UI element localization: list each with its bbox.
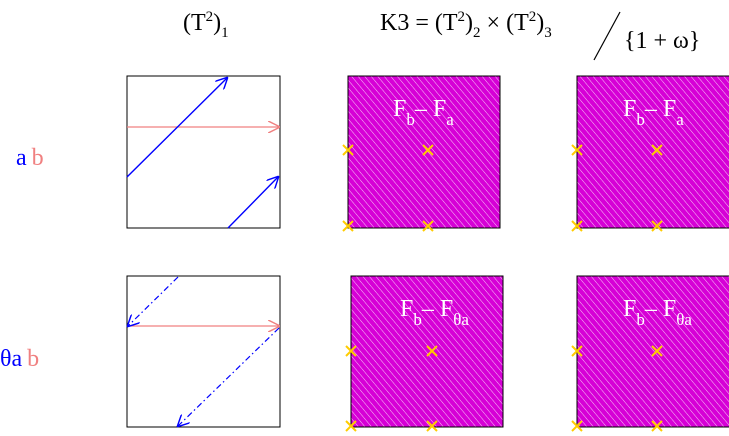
flux-label: Fb– Fθa — [623, 296, 692, 329]
cross-icon — [651, 144, 663, 156]
hatched-torus — [576, 75, 729, 229]
header-col1-label: (T2)1 — [183, 9, 229, 41]
torus-frame — [126, 275, 281, 428]
row2-torus-cycles — [126, 275, 281, 428]
cross-icon — [651, 345, 663, 357]
cross-icon — [422, 144, 434, 156]
row1-torus-2: Fb– Fa — [342, 75, 501, 232]
cross-icon — [571, 420, 583, 432]
cross-icon — [422, 220, 434, 232]
hatched-torus — [347, 75, 501, 229]
cross-icon — [426, 420, 438, 432]
cross-icon — [571, 144, 583, 156]
a-cycle-arrow-wrap — [227, 177, 278, 229]
row1-torus-cycles — [126, 75, 281, 229]
hatched-torus — [576, 275, 729, 428]
fixed-points — [571, 144, 663, 232]
row1-label-b: b — [32, 145, 44, 171]
theta-a-cycle-arrow-wrap — [178, 327, 280, 426]
cross-icon — [342, 220, 354, 232]
cross-icon — [345, 345, 357, 357]
fixed-points — [345, 345, 438, 432]
flux-label: Fb– Fθa — [400, 296, 469, 329]
flux-label: Fb– Fa — [393, 96, 454, 129]
row2-label-a: θa — [0, 346, 22, 372]
theta-a-cycle-arrow — [128, 276, 179, 326]
cross-icon — [651, 420, 663, 432]
header-col2-label: K3 = (T2)2 × (T2)3 — [380, 9, 552, 41]
cross-icon — [651, 220, 663, 232]
quotient-slash — [593, 11, 621, 61]
row2-label-b: b — [27, 346, 39, 372]
cross-icon — [571, 345, 583, 357]
a-cycle-arrow — [126, 78, 227, 178]
cross-icon — [345, 420, 357, 432]
cross-icon — [342, 144, 354, 156]
hatched-torus — [350, 275, 504, 428]
row1-label-a: a — [16, 145, 27, 171]
header-quotient-label: {1 + ω} — [624, 28, 700, 54]
row1-torus-3: Fb– Fa — [571, 75, 729, 232]
flux-label: Fb– Fa — [623, 96, 684, 129]
row2-torus-3: Fb– Fθa — [571, 275, 729, 432]
row2-torus-2: Fb– Fθa — [345, 275, 504, 432]
fixed-points — [571, 345, 663, 432]
fixed-points — [342, 144, 434, 232]
cross-icon — [571, 220, 583, 232]
cross-icon — [426, 345, 438, 357]
torus-frame — [126, 75, 281, 229]
